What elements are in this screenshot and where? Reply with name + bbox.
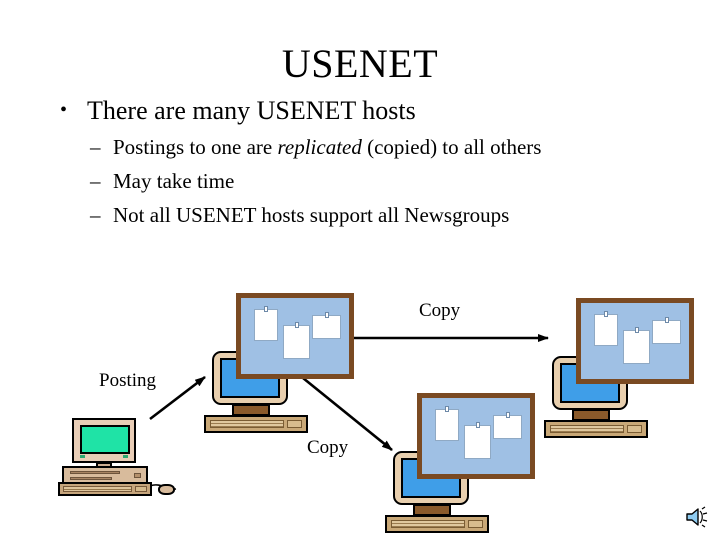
- bullet-level2-newsgroups: – Not all USENET hosts support all Newsg…: [52, 202, 672, 229]
- pc-monitor-case: [72, 418, 136, 463]
- bulletin-note: [253, 306, 278, 342]
- pc-keyboard: [58, 482, 152, 496]
- pc-monitor-led: [123, 455, 128, 458]
- bulletin-board: [417, 393, 535, 479]
- bulletin-note: [283, 321, 311, 359]
- bullet-marker-dash: –: [90, 169, 101, 193]
- pc-keyboard-keys: [63, 486, 132, 492]
- usenet-host-node-center: [198, 293, 358, 433]
- pc-mouse: [158, 484, 175, 495]
- bullet-marker-dash: –: [90, 203, 101, 227]
- pc-drive-slot: [70, 477, 112, 480]
- pc-keyboard-numpad: [135, 486, 147, 492]
- sub-bullet-text-before: Postings to one are: [113, 135, 278, 159]
- bulletin-note: [434, 406, 459, 442]
- arrow-copy-bottom: [302, 376, 393, 452]
- host-keyboard-keys: [550, 425, 624, 433]
- slide-body: • There are many USENET hosts – Postings…: [52, 95, 672, 229]
- bulletin-note: [493, 411, 523, 440]
- bulletin-note: [623, 326, 651, 364]
- desktop-pc-node: [58, 418, 178, 496]
- diagram-label-posting: Posting: [99, 370, 157, 391]
- host-keyboard: [204, 415, 308, 433]
- bullet-marker-dash: –: [90, 135, 101, 159]
- slide-title: USENET: [281, 41, 439, 86]
- bullet-level2-time: – May take time: [52, 168, 672, 195]
- bulletin-note: [593, 311, 618, 347]
- bulletin-note: [464, 421, 492, 459]
- pin-icon: [294, 321, 299, 328]
- sub-bullet-emphasis: replicated: [277, 135, 362, 159]
- bulletin-note: [312, 311, 342, 340]
- bullet-level1-text: There are many USENET hosts: [87, 96, 416, 125]
- pin-icon: [603, 311, 608, 318]
- host-keyboard-numpad: [468, 520, 483, 528]
- arrow-posting: [149, 375, 206, 421]
- host-keyboard-numpad: [287, 420, 302, 428]
- host-keyboard-keys: [391, 520, 465, 528]
- pin-icon: [263, 306, 268, 313]
- bulletin-board: [576, 298, 694, 384]
- speaker-sound-icon[interactable]: [684, 504, 712, 530]
- pin-icon: [634, 326, 639, 333]
- pc-power-button: [134, 473, 141, 478]
- bulletin-note: [652, 316, 682, 345]
- pin-icon: [444, 406, 449, 413]
- sub-bullet-text-after: (copied) to all others: [361, 135, 542, 159]
- pin-icon: [475, 421, 480, 428]
- bulletin-board: [236, 293, 354, 379]
- usenet-host-node-right: [538, 298, 698, 438]
- bullet-level2-replicated: – Postings to one are replicated (copied…: [52, 134, 672, 161]
- pc-monitor-screen: [80, 425, 130, 454]
- pin-icon: [664, 316, 669, 323]
- host-keyboard-keys: [210, 420, 284, 428]
- pc-monitor-led: [80, 455, 85, 458]
- pin-icon: [324, 311, 329, 318]
- bullet-marker-dot: •: [60, 99, 68, 121]
- pc-drive-slot: [70, 471, 120, 474]
- pin-icon: [505, 411, 510, 418]
- sub-bullet-text: May take time: [113, 169, 235, 193]
- sub-bullet-text: Not all USENET hosts support all Newsgro…: [113, 203, 510, 227]
- diagram-label-copy-bottom: Copy: [307, 437, 349, 458]
- bullet-level1: • There are many USENET hosts: [52, 95, 672, 127]
- diagram-label-copy-right: Copy: [419, 300, 461, 321]
- usenet-host-node-bottom: [379, 393, 539, 533]
- host-keyboard: [385, 515, 489, 533]
- host-keyboard: [544, 420, 648, 438]
- host-keyboard-numpad: [627, 425, 642, 433]
